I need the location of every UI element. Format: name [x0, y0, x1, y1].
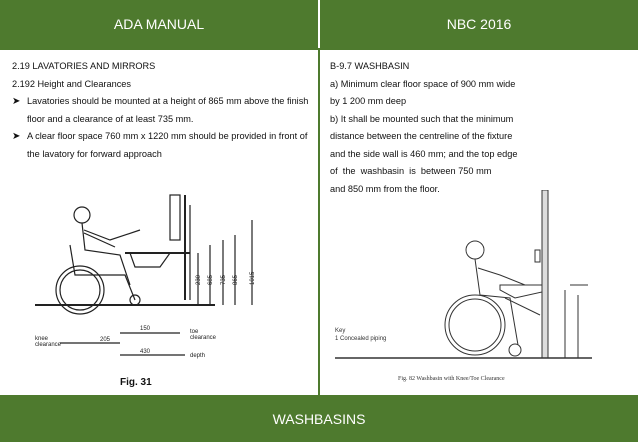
- nbc-line: and the side wall is 460 mm; and the top…: [330, 148, 518, 159]
- header-ada-manual: ADA MANUAL: [0, 0, 318, 48]
- ada-bullet: ➤ Lavatories should be mounted at a heig…: [12, 93, 312, 128]
- dim-685-label: 685: [208, 274, 214, 285]
- dim-1015-label: 1015: [250, 271, 256, 285]
- ada-bullet-text: A clear floor space 760 mm x 1220 mm sho…: [27, 131, 308, 159]
- header-left-title: ADA MANUAL: [113, 16, 205, 32]
- ada-bullet-text: Lavatories should be mounted at a height…: [27, 96, 309, 124]
- ada-bullet: ➤ A clear floor space 760 mm x 1220 mm s…: [12, 128, 312, 163]
- nbc-line: a) Minimum clear floor space of 900 mm w…: [330, 78, 516, 89]
- footer-title: WASHBASINS: [272, 410, 366, 427]
- key-title: Key: [335, 328, 345, 334]
- nbc-text-column: B-9.7 WASHBASIN a) Minimum clear floor s…: [330, 58, 570, 198]
- dim-230-label: 230: [196, 274, 202, 285]
- header-nbc-2016: NBC 2016: [320, 0, 638, 48]
- nbc-figure-caption: Fig. 82 Washbasin with Knee/Toe Clearanc…: [398, 376, 505, 382]
- key-item: 1 Concealed piping: [335, 336, 386, 342]
- header-right-title: NBC 2016: [446, 16, 512, 32]
- column-divider: [318, 48, 320, 395]
- nbc-line: by 1 200 mm deep: [330, 96, 407, 106]
- ada-subheading: 2.192 Height and Clearances: [12, 78, 132, 89]
- dim-150-label: 150: [140, 326, 151, 332]
- footer-washbasins: WASHBASINS: [0, 395, 638, 442]
- nbc-line: of the washbasin is between 750 mm: [330, 166, 492, 176]
- nbc-line: distance between the centreline of the f…: [330, 131, 513, 141]
- nbc-washbasin-figure: Key 1 Concealed piping Fig. 82 Washbasin…: [335, 190, 592, 382]
- nbc-line: and 850 mm from the floor.: [330, 183, 440, 194]
- ada-figure-caption: Fig. 31: [120, 377, 152, 388]
- dim-865-label: 865: [233, 274, 239, 285]
- ada-text-column: 2.19 LAVATORIES AND MIRRORS 2.192 Height…: [12, 58, 312, 163]
- depth-label: depth: [190, 353, 205, 359]
- nbc-line: b) It shall be mounted such that the min…: [330, 113, 514, 124]
- ada-heading: 2.19 LAVATORIES AND MIRRORS: [12, 61, 156, 71]
- dim-430-label: 430: [140, 349, 151, 355]
- arrow-bullet-icon: ➤: [12, 131, 21, 142]
- dim-205-label: 205: [100, 337, 111, 343]
- dim-735-label: 735: [221, 274, 227, 285]
- arrow-bullet-icon: ➤: [12, 96, 21, 107]
- nbc-heading: B-9.7 WASHBASIN: [330, 61, 410, 71]
